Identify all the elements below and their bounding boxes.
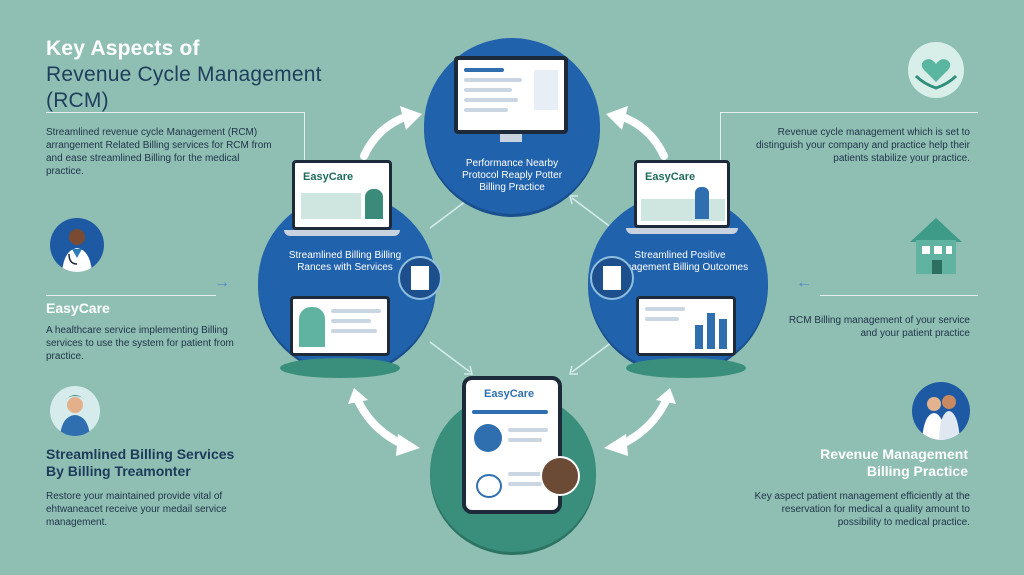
title-line-3: (RCM) xyxy=(46,89,109,112)
doctors-icon xyxy=(912,382,970,440)
left-monitor-bottom xyxy=(290,296,390,356)
monitor-bar xyxy=(464,88,512,92)
left-laptop-base xyxy=(284,230,400,236)
left-intro-text: Streamlined revenue cycle Management (RC… xyxy=(46,127,272,177)
right-monitor-bottom xyxy=(636,296,736,356)
monitor-bar xyxy=(331,319,371,323)
monitor-bar xyxy=(331,309,381,313)
right-heading-2: Billing Practice xyxy=(866,463,968,479)
medical-house-icon xyxy=(906,212,966,283)
bottom-tablet: EasyCare xyxy=(462,376,562,514)
monitor-bar xyxy=(464,68,504,72)
node-top-label: Performance Nearby Protocol Reaply Potte… xyxy=(461,158,563,193)
left-top-rule xyxy=(46,112,304,113)
tablet-heart-icon xyxy=(476,474,502,498)
node-left-label: Streamlined Billing Billing Rances with … xyxy=(288,250,402,273)
right-platform xyxy=(626,358,746,378)
right-intro-text: Revenue cycle management which is set to… xyxy=(755,127,970,164)
monitor-bar xyxy=(508,438,542,442)
right-laptop-top: EasyCare xyxy=(634,160,730,228)
title-line-1: Key Aspects of xyxy=(46,37,200,60)
chart-bar-2 xyxy=(707,313,715,349)
tablet-avatar xyxy=(474,424,502,452)
left-laptop-top: EasyCare xyxy=(292,160,392,230)
monitor-bar xyxy=(331,329,377,333)
left-monitor-person xyxy=(299,307,325,347)
cycle-arrow-bottom-right xyxy=(600,388,678,458)
arrow-left-icon: ← xyxy=(796,274,812,291)
left-brand: EasyCare xyxy=(303,171,354,183)
nurse-avatar-icon xyxy=(50,386,100,436)
right-bottom-text: Key aspect patient management efficientl… xyxy=(754,491,970,528)
page-title: Key Aspects of Revenue Cycle Management … xyxy=(46,36,366,114)
left-laptop-image xyxy=(301,193,361,219)
top-monitor xyxy=(454,56,568,134)
monitor-bar xyxy=(464,98,518,102)
billing-heading-2: By Billing Treamonter xyxy=(46,463,191,479)
cycle-arrow-top-right xyxy=(602,104,672,164)
clipboard-icon xyxy=(590,256,634,300)
billing-doc-sheet xyxy=(411,266,429,290)
cycle-arrow-bottom-left xyxy=(346,388,424,458)
left-laptop-figure xyxy=(365,189,383,219)
left-platform xyxy=(280,358,400,378)
right-laptop-figure xyxy=(695,187,709,219)
cycle-arrow-top-left xyxy=(356,104,426,164)
easycare-rule xyxy=(46,295,216,296)
right-brand: EasyCare xyxy=(645,171,696,183)
cross-arrow-right xyxy=(566,192,616,232)
right-mid-text: RCM Billing management of your service a… xyxy=(788,315,970,339)
node-right-label: Streamlined Positive Management Billing … xyxy=(611,250,749,273)
doctor-avatar-icon xyxy=(50,218,104,272)
monitor-bar xyxy=(645,317,679,321)
chart-bar-3 xyxy=(719,319,727,349)
right-laptop-base xyxy=(626,228,738,234)
heart-hands-icon xyxy=(906,40,966,105)
monitor-bar xyxy=(508,472,548,476)
easycare-text: A healthcare service implementing Billin… xyxy=(46,325,234,362)
billing-text: Restore your maintained provide vital of… xyxy=(46,491,227,528)
monitor-stand xyxy=(500,134,522,142)
tablet-header-bar xyxy=(472,410,548,414)
right-laptop-landscape xyxy=(641,199,725,221)
arrow-right-icon: → xyxy=(214,274,230,291)
cross-arrow-bottom-left xyxy=(426,338,476,378)
cross-arrow-bottom-right xyxy=(566,338,616,378)
right-top-vrule xyxy=(720,112,721,172)
monitor-bar xyxy=(645,307,685,311)
monitor-bar xyxy=(464,108,508,112)
right-heading-1: Revenue Management xyxy=(820,446,968,462)
monitor-bar xyxy=(464,78,522,82)
title-line-2: Revenue Cycle Management xyxy=(46,63,322,86)
right-mid-rule xyxy=(820,295,978,296)
bottom-brand: EasyCare xyxy=(484,388,535,400)
monitor-bar xyxy=(508,428,548,432)
billing-heading-1: Streamlined Billing Services xyxy=(46,446,235,462)
clipboard-sheet xyxy=(603,266,621,290)
easycare-heading: EasyCare xyxy=(46,300,110,316)
monitor-bar xyxy=(508,482,542,486)
left-top-vrule xyxy=(304,112,305,172)
billing-doc-icon xyxy=(398,256,442,300)
monitor-panel xyxy=(534,70,558,110)
chart-bar-1 xyxy=(695,325,703,349)
patient-avatar xyxy=(540,456,580,496)
right-top-rule xyxy=(720,112,978,113)
